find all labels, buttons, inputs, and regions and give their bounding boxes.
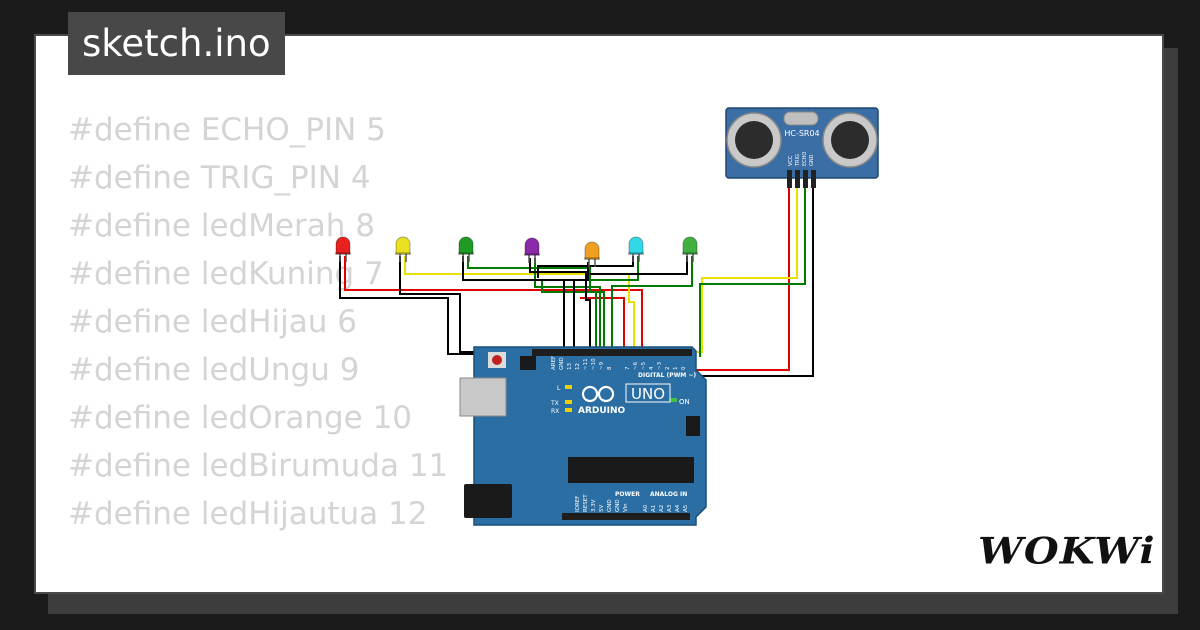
sensor-pin-trig: TRIG [795, 154, 801, 167]
digital-pin-label: 12 [575, 363, 581, 370]
power-pin-label: IOREF [575, 496, 581, 512]
led-yellow [395, 236, 411, 262]
wokwi-logo: WOKWi [978, 530, 1156, 573]
analog-pin-label: A3 [667, 504, 673, 512]
sensor-label: HC-SR04 [784, 129, 819, 138]
analog-pin-label: A0 [643, 504, 649, 512]
led-green [458, 236, 474, 262]
digital-pin-label: ~11 [583, 358, 589, 370]
power-pin-label: GND [615, 499, 621, 512]
analog-label: ANALOG IN [650, 491, 687, 498]
board-model: UNO [631, 385, 665, 403]
digital-pin-label: 4 [649, 366, 655, 370]
power-label: POWER [615, 491, 640, 498]
arduino-infinity-logo [581, 385, 615, 403]
code-line: #define ledMerah 8 [68, 208, 375, 244]
code-line: #define ECHO_PIN 5 [68, 112, 386, 148]
reset-button [492, 355, 502, 365]
led-orange [584, 241, 600, 267]
digital-pin-label: ~6 [633, 361, 639, 370]
tx-label: TX [550, 400, 559, 407]
preview-card: #define ECHO_PIN 5 #define TRIG_PIN 4 #def… [34, 34, 1164, 594]
power-pin-label: 5V [599, 505, 605, 512]
power-analog-header [562, 513, 690, 520]
microcontroller-chip [568, 457, 694, 483]
led-red [335, 236, 351, 262]
circuit-diagram: HC-SR04 VCC TRIG ECHO GND [335, 107, 879, 526]
analog-pin-label: A5 [683, 504, 689, 512]
on-label: ON [679, 398, 690, 406]
digital-label: DIGITAL (PWM ~) [638, 372, 696, 379]
analog-pin-label: A4 [675, 504, 681, 512]
digital-header [532, 349, 692, 356]
arduino-logo-text: ARDUINO [578, 406, 626, 416]
sensor-mesh-right [831, 121, 869, 159]
led-light-green [682, 236, 698, 262]
sensor-pin-vcc: VCC [788, 155, 794, 166]
pin-gnd-label: GND [559, 357, 565, 370]
code-line: #define TRIG_PIN 4 [68, 160, 371, 196]
arduino-uno-board: AREF GND 13 12 ~11 ~10 ~9 8 7 ~6 ~5 4 ~3… [459, 346, 707, 526]
ultrasonic-sensor: HC-SR04 VCC TRIG ECHO GND [725, 107, 879, 188]
power-pin-label: RESET [583, 494, 589, 512]
pin-aref-label: AREF [551, 356, 557, 370]
digital-pin-label: 1 [673, 367, 679, 371]
power-jack [464, 484, 512, 518]
code-line: #define ledUngu 9 [68, 352, 360, 388]
led-purple [524, 237, 540, 263]
led-cyan [628, 236, 644, 262]
led-row [335, 236, 698, 267]
digital-pin-label: 8 [607, 366, 613, 370]
code-line: #define ledBirumuda 11 [68, 448, 449, 484]
sensor-pin-echo: ECHO [802, 152, 808, 166]
led-l-label: L [557, 385, 561, 392]
digital-pin-label: ~3 [657, 361, 663, 370]
power-pin-label: Vin [623, 503, 629, 512]
power-pin-label: 3.3V [591, 499, 597, 512]
analog-pin-label: A1 [651, 505, 657, 512]
code-preview: #define ECHO_PIN 5 #define TRIG_PIN 4 #def… [68, 106, 449, 592]
sensor-mesh-left [735, 121, 773, 159]
digital-pin-label: ~9 [599, 361, 605, 370]
code-line: #define ledHijautua 12 [68, 496, 428, 532]
code-line: #define ledOrange 10 [68, 400, 413, 436]
file-title: sketch.ino [68, 12, 285, 75]
analog-pin-label: A2 [659, 505, 665, 512]
code-line: #define ledHijau 6 [68, 304, 357, 340]
digital-pin-label: 2 [665, 367, 671, 371]
sensor-pin-gnd: GND [809, 154, 815, 166]
code-line: #define ledKuning 7 [68, 256, 384, 292]
digital-pin-label: 7 [625, 366, 631, 370]
usb-port [459, 377, 507, 417]
power-pin-label: GND [607, 499, 613, 512]
digital-pin-label: 0 [681, 366, 687, 370]
digital-pin-label: ~10 [591, 358, 597, 370]
digital-pin-label: ~5 [641, 361, 647, 370]
digital-pin-label: 13 [567, 363, 573, 370]
rx-label: RX [551, 408, 559, 415]
